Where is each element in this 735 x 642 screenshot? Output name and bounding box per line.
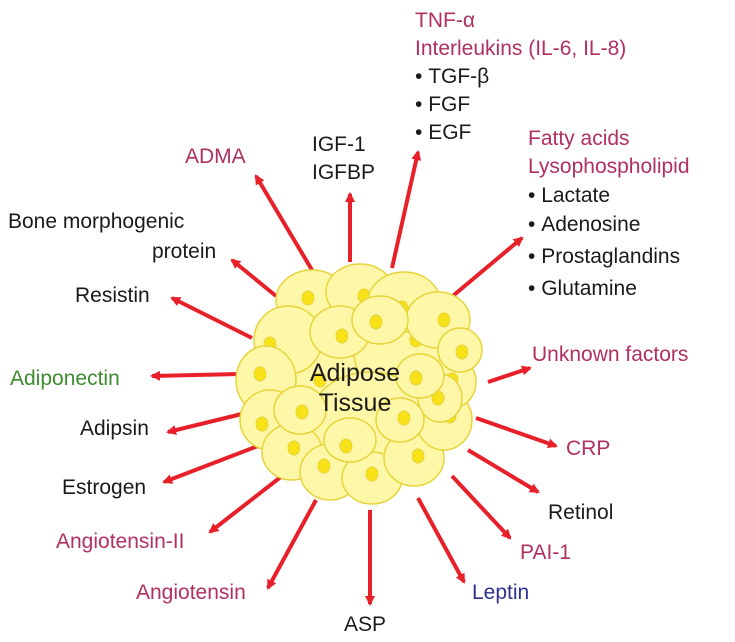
arrow-to-bmp [230,258,278,298]
center-label-line1: Adipose [309,359,401,387]
label-interleukins: Interleukins (IL-6, IL-8) [415,37,627,60]
label-bmp-line1: Bone morphogenic [8,210,185,233]
arrow-to-retinol [466,448,540,494]
adipocyte-nucleus [253,366,267,382]
label-igf1: IGF-1 [312,133,366,156]
label-lysophospholipid: Lysophospholipid [528,155,690,178]
label-adenosine: Adenosine [528,212,640,238]
arrow-to-adiponectin [150,370,241,381]
adipocyte-nucleus [287,440,301,456]
label-retinol: Retinol [548,501,614,524]
arrow-to-adma [254,174,314,272]
label-tnf-alpha: TNF-α [415,9,475,32]
center-label-line2: Tissue [318,389,392,417]
arrow-to-fatty [446,236,524,302]
adipocyte-nucleus [455,344,469,360]
label-unknown-factors: Unknown factors [532,343,689,366]
adipocyte-nucleus [409,370,423,386]
arrow-to-pai1 [450,474,512,540]
label-tgf-beta: TGF-β [415,64,489,90]
label-adiponectin: Adiponectin [10,367,120,390]
label-bmp-line2: protein [152,240,217,263]
adipocyte-nucleus [365,466,379,482]
arrow-to-leptin [416,497,466,584]
adipocyte-nucleus [313,372,327,388]
arrow-to-angiotensin-ii [208,474,284,534]
adipocyte-nucleus [255,416,269,432]
adipose-tissue-cluster [235,263,483,505]
label-resistin: Resistin [75,284,150,307]
adipocyte-nucleus [411,448,425,464]
label-crp: CRP [566,437,611,460]
arrow-to-crp [475,416,558,449]
label-igfbp: IGFBP [312,161,376,184]
adipocyte-nucleus [317,458,331,474]
arrow-to-angiotensin [266,499,318,590]
label-leptin: Leptin [472,581,530,604]
arrow-to-resistin [170,296,253,340]
label-glutamine: Glutamine [528,276,637,302]
adipocyte-nucleus [295,404,309,420]
label-adipsin: Adipsin [80,417,149,440]
label-prostaglandins: Prostaglandins [528,244,680,270]
adipocyte-nucleus [339,438,353,454]
arrow-to-adipsin [166,410,251,435]
adipocyte-nucleus [397,410,411,426]
adipocyte-nucleus [301,290,315,306]
arrow-group [150,150,558,606]
adipocyte-cell [323,417,377,463]
label-asp: ASP [344,613,387,636]
arrow-to-tnf [390,150,422,269]
label-fatty-acids: Fatty acids [528,127,630,150]
arrow-to-estrogen [162,444,259,484]
adipocyte-nucleus [437,312,451,328]
adipose-tissue-label: Adipose Tissue [280,358,430,418]
label-estrogen: Estrogen [62,476,147,499]
adipocyte-nucleus [369,314,383,330]
label-egf: EGF [415,120,471,146]
adipocyte-nucleus [335,328,349,344]
arrow-to-unknown [487,365,532,384]
label-angiotensin: Angiotensin [136,581,246,604]
label-pai1: PAI-1 [520,541,571,564]
label-angiotensin-ii: Angiotensin-II [56,530,185,553]
label-lactate: Lactate [528,183,610,209]
label-adma: ADMA [185,145,246,168]
label-fgf: FGF [415,92,470,118]
